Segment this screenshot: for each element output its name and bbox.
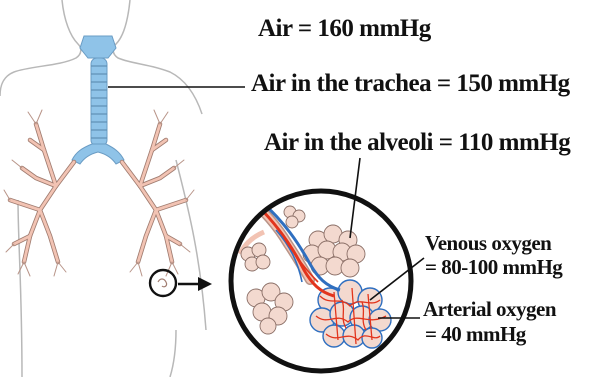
air-pressure-label: Air = 160 mmHg: [258, 16, 431, 41]
arterial-oxygen-value: = 40 mmHg: [425, 324, 526, 345]
venous-oxygen-value: = 80-100 mmHg: [425, 257, 562, 278]
alveoli-pressure-label: Air in the alveoli = 110 mmHg: [264, 130, 570, 155]
arterial-oxygen-label: Arterial oxygen: [423, 299, 556, 320]
magnify-arrow: [178, 277, 212, 291]
trachea-pressure-label: Air in the trachea = 150 mmHg: [251, 71, 570, 96]
venous-oxygen-label: Venous oxygen: [425, 233, 551, 254]
magnify-source: [150, 270, 176, 296]
